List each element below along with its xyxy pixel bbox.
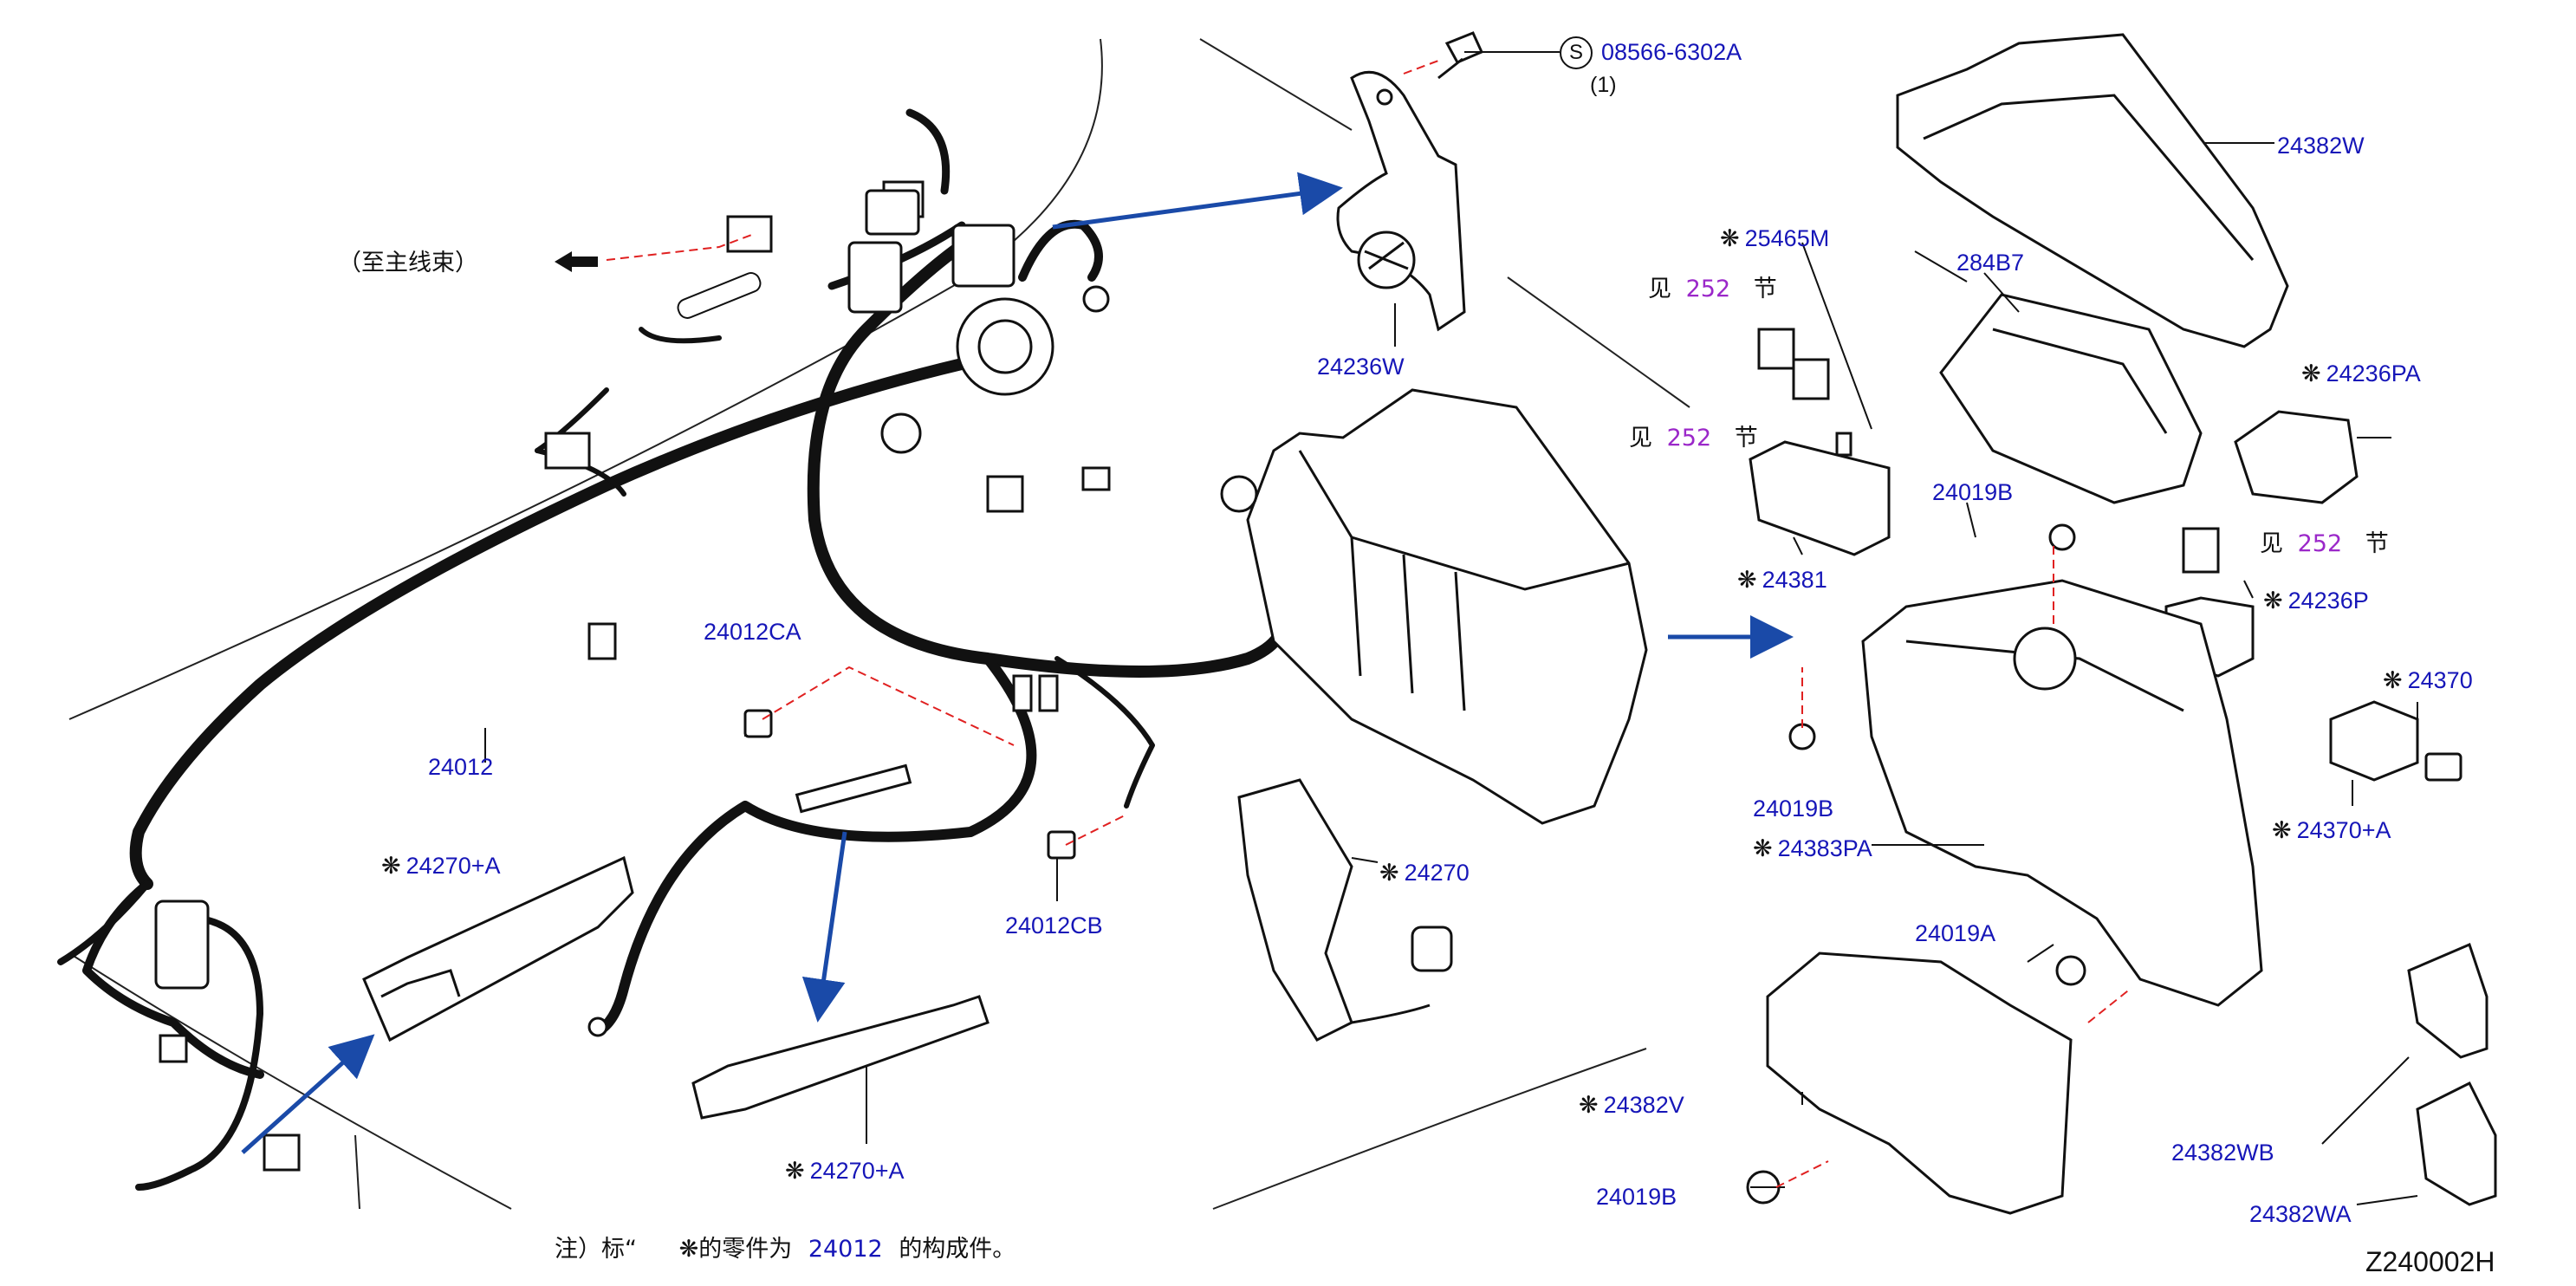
part-label-24019B-lower[interactable]: 24019B — [1596, 1184, 1677, 1210]
wiring-harness-24012 — [57, 108, 1290, 1191]
part-label-24236PA[interactable]: ❋24236PA — [2301, 360, 2421, 386]
part-label-24019B-upper[interactable]: 24019B — [1932, 479, 2014, 505]
cover-24382V — [1766, 952, 2073, 1215]
protector-24270A-upper — [362, 855, 634, 1042]
star-marker-icon: ❋ — [1579, 1092, 1599, 1118]
part-label-24370A[interactable]: ❋24370+A — [2272, 817, 2391, 843]
star-marker-icon: ❋ — [2272, 817, 2292, 843]
part-label-25465M[interactable]: ❋25465M — [1720, 225, 1830, 251]
part-label-24382WA[interactable]: 24382WA — [2249, 1201, 2352, 1227]
star-marker-icon: ❋ — [1753, 835, 1773, 861]
part-label-284B7[interactable]: 284B7 — [1956, 250, 2025, 276]
part-label-24383PA[interactable]: ❋24383PA — [1753, 835, 1872, 861]
star-marker-icon: ❋ — [1720, 225, 1740, 251]
part-label-24012CA[interactable]: 24012CA — [704, 619, 801, 645]
part-label-24382W[interactable]: 24382W — [2277, 133, 2365, 159]
protector-24270A-lower — [691, 995, 990, 1120]
footnote: 注）标“ ❋的零件为 24012 的构成件。 — [555, 1236, 1016, 1263]
fuse-24370 — [2329, 700, 2462, 782]
footnote-part-link-24012[interactable]: 24012 — [808, 1236, 883, 1263]
quantity-label: (1) — [1590, 73, 1617, 97]
harness-connectors — [154, 180, 1111, 1172]
part-label-24382WB[interactable]: 24382WB — [2171, 1140, 2274, 1166]
fuse-box-lower-24383PA — [1861, 579, 2263, 1007]
diagram-id: Z240002H — [2365, 1246, 2495, 1277]
s-symbol-mark: S — [1560, 36, 1593, 69]
star-marker-icon: ❋ — [2301, 360, 2321, 386]
star-marker-icon: ❋ — [678, 1236, 699, 1263]
part-label-24370[interactable]: ❋24370 — [2383, 667, 2473, 693]
see-section-ref-1[interactable]: 见 252 节 — [1648, 276, 1777, 302]
fuse-box-assembly — [1220, 388, 1648, 825]
part-label-24270A-upper[interactable]: ❋24270+A — [381, 853, 501, 879]
part-label-24270A-lower[interactable]: ❋24270+A — [785, 1158, 905, 1184]
covers-24382WB-WA — [2407, 942, 2497, 1206]
see-section-ref-2[interactable]: 见 252 节 — [1629, 425, 1758, 451]
part-label-24012CB[interactable]: 24012CB — [1005, 913, 1103, 939]
leader-lines — [484, 51, 2418, 1205]
star-marker-icon: ❋ — [2383, 667, 2403, 693]
relay-block-24381 — [1749, 440, 1891, 556]
harness-tube — [677, 272, 762, 319]
bolt-08566-6302A — [1437, 31, 1483, 80]
part-label-24236P[interactable]: ❋24236P — [2263, 588, 2369, 614]
part-label-24019B-mid[interactable]: 24019B — [1753, 796, 1834, 822]
module-284B7 — [1939, 293, 2203, 504]
star-marker-icon: ❋ — [1737, 567, 1757, 593]
to-main-harness-note: （至主线束） — [338, 250, 478, 276]
bracket-24236W — [1336, 70, 1466, 332]
part-label-24381[interactable]: ❋24381 — [1737, 567, 1827, 593]
fuse-holder-24236PA — [2234, 410, 2359, 504]
direction-arrows — [241, 172, 1794, 1154]
star-marker-icon: ❋ — [1379, 860, 1399, 886]
part-label-24019A[interactable]: 24019A — [1915, 920, 1996, 946]
section-number-link: 252 — [2297, 530, 2343, 557]
section-number-link: 252 — [1666, 425, 1712, 451]
part-label-24270[interactable]: ❋24270 — [1379, 860, 1470, 886]
wire-bracket-24270 — [1237, 778, 1453, 1042]
cover-24382W — [1896, 33, 2289, 348]
part-label-24382V[interactable]: ❋24382V — [1579, 1092, 1684, 1118]
section-number-link: 252 — [1685, 276, 1731, 302]
star-marker-icon: ❋ — [785, 1158, 805, 1184]
star-marker-icon: ❋ — [2263, 588, 2283, 614]
body-panel-outline — [68, 38, 1690, 1210]
left-arrow — [555, 251, 598, 272]
part-label-24012[interactable]: 24012 — [428, 754, 494, 780]
see-section-ref-3[interactable]: 见 252 节 — [2260, 530, 2389, 557]
star-marker-icon: ❋ — [381, 853, 401, 879]
part-label-24236W[interactable]: 24236W — [1317, 354, 1405, 380]
part-label-08566-6302A[interactable]: 08566-6302A — [1601, 39, 1742, 65]
relay-25465M — [1757, 328, 1853, 457]
dashed-leaders — [606, 60, 2132, 1188]
